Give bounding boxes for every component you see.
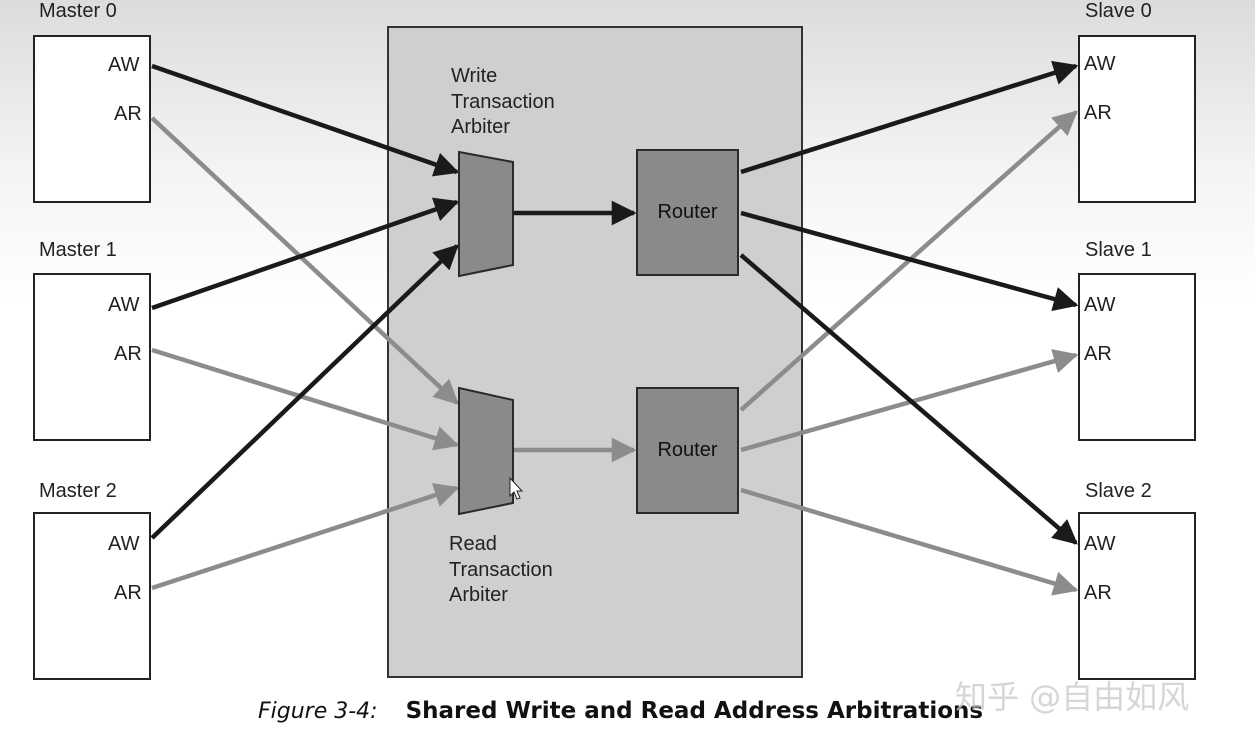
- master-0-box: AW AR: [33, 35, 151, 203]
- read-arbiter-label-line: Read: [449, 533, 497, 555]
- master-2-aw-port: AW: [108, 533, 140, 555]
- master-1-aw-port: AW: [108, 294, 140, 316]
- master-2-box: AW AR: [33, 512, 151, 680]
- master-1-ar-port: AR: [114, 343, 142, 365]
- m0-ar-to-read-arbiter-arrow: [150, 116, 459, 405]
- watermark: 知乎 @自由如风: [955, 678, 1190, 716]
- slave-2-box: AW AR: [1078, 512, 1196, 680]
- slave-2-ar-port: AR: [1084, 582, 1112, 604]
- master-1-label: Master 1: [39, 239, 117, 261]
- slave-1-ar-port: AR: [1084, 343, 1112, 365]
- write-arbiter-label-line: Arbiter: [451, 116, 510, 138]
- figure-caption: Figure 3-4: Shared Write and Read Address…: [258, 697, 983, 725]
- master-0-aw-port: AW: [108, 54, 140, 76]
- write-router-to-s2-aw-arrow: [739, 253, 1078, 545]
- slave-1-label: Slave 1: [1085, 239, 1152, 261]
- slave-0-box: AW AR: [1078, 35, 1196, 203]
- read-router-to-s2-ar-arrow: [740, 487, 1079, 596]
- slave-2-aw-port: AW: [1084, 533, 1116, 555]
- read-arbiter-label: Read Transaction Arbiter: [449, 532, 553, 609]
- slave-1-box: AW AR: [1078, 273, 1196, 441]
- mouse-cursor-icon: [509, 476, 524, 500]
- write-arbiter-mux: [458, 150, 514, 278]
- write-arbiter-label-line: Write: [451, 65, 498, 87]
- master-1-box: AW AR: [33, 273, 151, 441]
- master-2-label: Master 2: [39, 480, 117, 502]
- master-2-ar-port: AR: [114, 582, 142, 604]
- m2-ar-to-read-arbiter-arrow: [151, 483, 460, 591]
- slave-0-aw-port: AW: [1084, 53, 1116, 75]
- read-arbiter-label-line: Transaction: [449, 558, 553, 581]
- write-arbiter-label-line: Transaction: [451, 90, 555, 113]
- read-router-to-s1-ar-arrow: [740, 349, 1079, 453]
- slave-1-aw-port: AW: [1084, 294, 1116, 316]
- m0-aw-to-write-arbiter-arrow: [151, 63, 460, 177]
- m1-aw-to-write-arbiter-arrow: [151, 197, 460, 311]
- write-router: Router: [636, 149, 739, 276]
- m1-ar-to-read-arbiter-arrow: [151, 347, 460, 451]
- read-arbiter-label-line: Arbiter: [449, 584, 508, 606]
- master-0-label: Master 0: [39, 0, 117, 22]
- write-router-to-s1-aw-arrow: [740, 210, 1079, 312]
- figure-title: Shared Write and Read Address Arbitratio…: [405, 698, 984, 724]
- master-0-ar-port: AR: [114, 103, 142, 125]
- read-router: Router: [636, 387, 739, 514]
- slave-0-label: Slave 0: [1085, 0, 1152, 22]
- slave-0-ar-port: AR: [1084, 102, 1112, 124]
- slave-2-label: Slave 2: [1085, 480, 1152, 502]
- figure-number: Figure 3-4:: [258, 699, 378, 724]
- read-arbiter-mux: [458, 386, 514, 516]
- interconnect-fabric: [387, 26, 803, 678]
- write-arbiter-label: Write Transaction Arbiter: [451, 64, 555, 141]
- write-router-to-s0-aw-arrow: [740, 60, 1079, 175]
- m2-aw-to-write-arbiter-arrow: [150, 244, 459, 540]
